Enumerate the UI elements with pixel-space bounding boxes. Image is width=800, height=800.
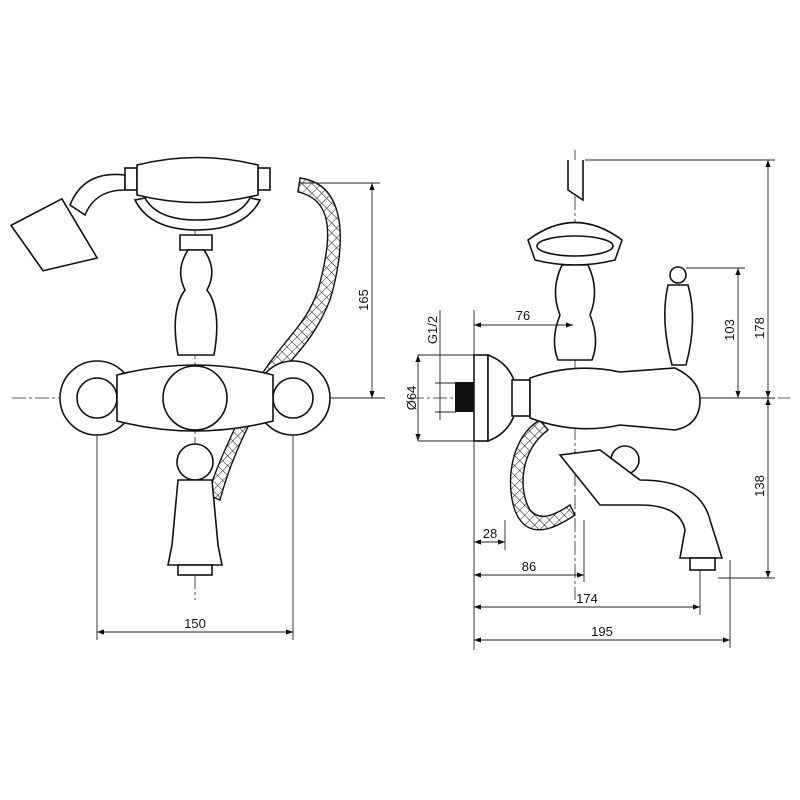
side-spout: [558, 449, 724, 559]
dim-label-g12: G1/2: [425, 316, 440, 344]
column: [174, 249, 218, 356]
dim-label-86: 86: [522, 559, 536, 574]
spray-face: [536, 235, 614, 257]
spout-tip: [177, 564, 213, 576]
handset-cap-right: [257, 167, 271, 191]
nut: [511, 379, 531, 417]
hook: [567, 160, 584, 202]
dim-label-76: 76: [516, 308, 530, 323]
dim-label-28: 28: [483, 526, 497, 541]
side-view: Ø64 G1/2 76 103 178 138 28 86 174 195: [404, 150, 790, 650]
side-body: [529, 367, 701, 431]
lever-knob: [669, 266, 687, 284]
diverter-knob: [176, 443, 214, 481]
handshower-neck: [69, 173, 126, 217]
side-column: [553, 264, 597, 361]
handset-cradle: [133, 197, 262, 231]
wall-plate: [473, 354, 489, 442]
dim-label-165: 165: [356, 289, 371, 311]
dim-label-64: Ø64: [404, 386, 419, 411]
dim-label-150: 150: [184, 616, 206, 631]
thread-connector: [455, 382, 474, 412]
dim-label-103: 103: [722, 319, 737, 341]
handset-cap-left: [124, 167, 138, 191]
dim-label-138: 138: [752, 475, 767, 497]
dim-label-195: 195: [591, 624, 613, 639]
lever: [664, 284, 694, 366]
body-center: [162, 365, 228, 431]
column-collar: [179, 234, 213, 251]
left-handle-inner: [76, 377, 118, 419]
dim-label-178: 178: [752, 317, 767, 339]
side-spout-tip: [689, 557, 716, 571]
right-handle-inner: [272, 377, 314, 419]
side-hose: [509, 419, 576, 531]
dim-label-174: 174: [576, 591, 598, 606]
front-view: 165 150: [9, 156, 385, 640]
spout: [167, 479, 223, 566]
handshower-head: [9, 197, 99, 272]
handset-body: [136, 156, 259, 204]
